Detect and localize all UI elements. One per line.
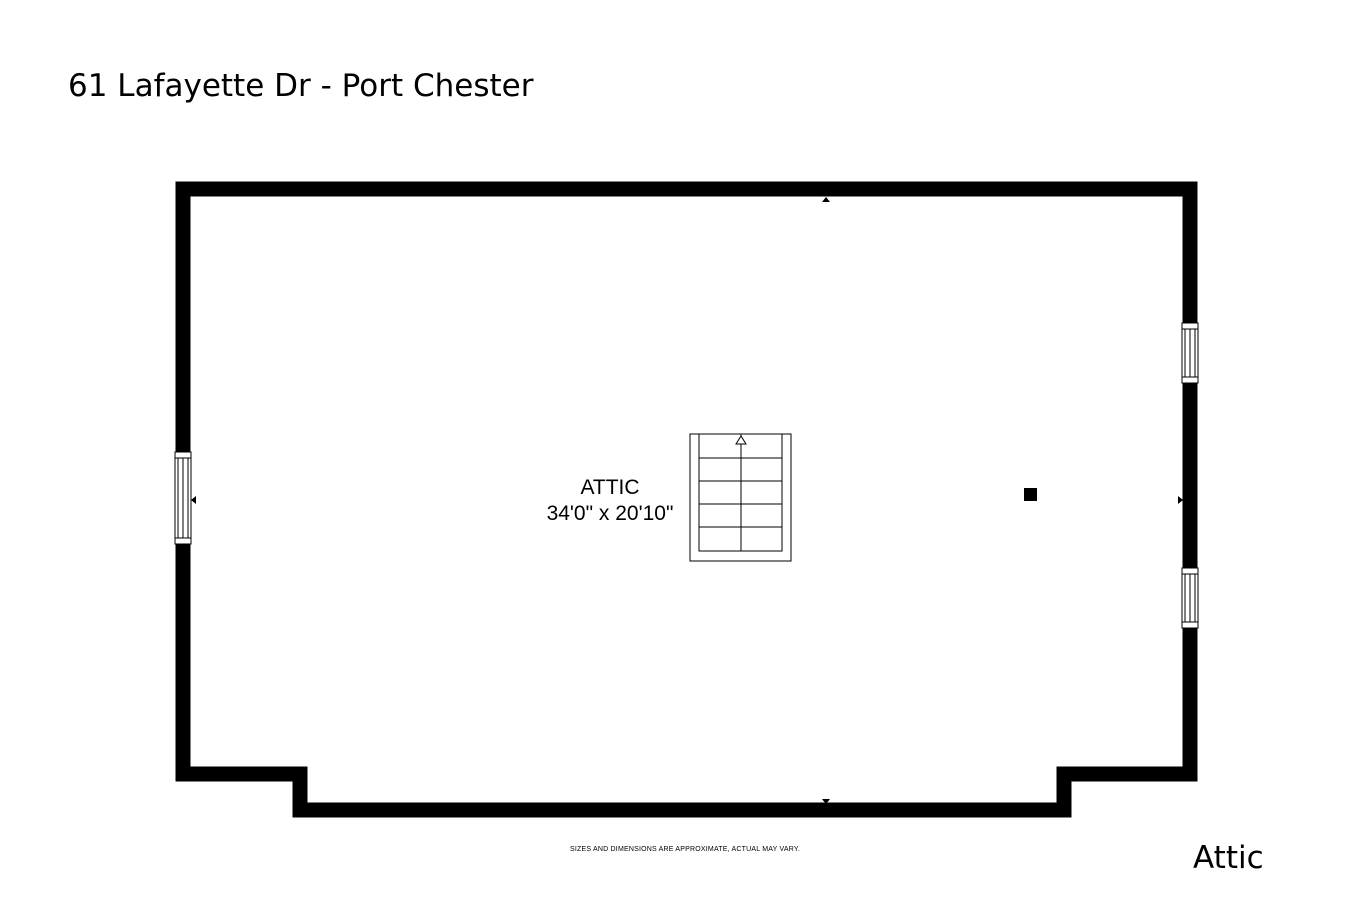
room-name: ATTIC [580,476,640,499]
exterior-wall [175,181,1198,818]
marker-right [1178,496,1183,504]
plan-title: 61 Lafayette Dr - Port Chester [68,68,534,104]
staircase [689,433,792,562]
window-right-upper [1181,322,1199,384]
window-left [174,451,192,545]
floor-label: Attic [1193,840,1264,876]
marker-top [822,197,830,202]
room-dimensions: 34'0" x 20'10" [546,502,674,525]
column-post [1024,488,1037,501]
marker-left [191,496,196,504]
stair-direction-arrow-icon [735,435,747,445]
marker-bottom [822,799,830,804]
window-right-lower [1181,567,1199,629]
disclaimer-text: SIZES AND DIMENSIONS ARE APPROXIMATE, AC… [570,846,800,853]
